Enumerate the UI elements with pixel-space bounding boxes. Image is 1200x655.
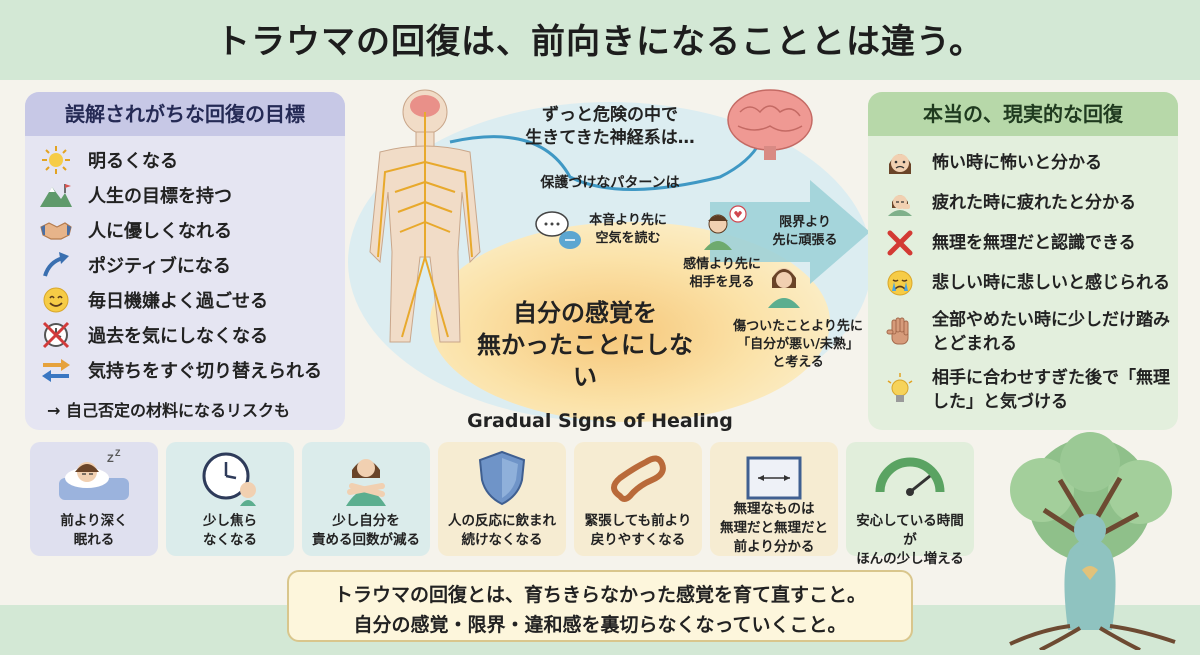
healing-card-label: 少し自分を 責める回数が減る — [312, 513, 420, 548]
list-item: 人に優しくなれる — [38, 212, 338, 247]
healing-card: 少し焦ら なくなる — [166, 442, 294, 556]
healing-card: 緊張しても前より 戻りやすくなる — [574, 442, 702, 556]
pattern-read-air: 本音より先に 空気を読む — [589, 213, 667, 246]
wavy-connector — [449, 135, 762, 191]
red-x-icon — [882, 227, 918, 259]
speech-bubbles-icon — [535, 211, 581, 249]
healing-card: 少し自分を 責める回数が減る — [302, 442, 430, 556]
list-item-label: 悲しい時に悲しいと感じられる — [932, 273, 1170, 293]
mountain-icon — [38, 179, 74, 211]
healing-heading: Gradual Signs of Healing — [467, 410, 733, 432]
risk-note: → 自己否定の材料になるリスクも — [47, 401, 290, 420]
summary-line-2: 自分の感覚・限界・違和感を裏切らなくなっていくこと。 — [353, 614, 847, 636]
crossed-clock-icon — [38, 319, 74, 351]
nervous-system-illustration — [348, 89, 872, 422]
healing-card-label: 無理なものは 無理だと無理だと 前より分かる — [720, 501, 828, 555]
healing-card-label: 安心している時間が ほんの少し増える — [856, 513, 964, 567]
sun-icon — [38, 144, 74, 176]
healing-card: 無理なものは 無理だと無理だと 前より分かる — [710, 442, 838, 556]
healing-card-label: 人の反応に飲まれ 続けなくなる — [448, 513, 556, 548]
worried-face-icon — [882, 147, 918, 179]
list-item-label: 人生の目標を持つ — [88, 185, 232, 207]
list-item: 無理を無理だと認識できる — [882, 223, 1172, 263]
list-item-label: 全部やめたい時に少しだけ踏みとどまれる — [932, 310, 1170, 354]
misconceptions-heading: 誤解されがちな回復の目標 — [25, 92, 345, 136]
page-title: トラウマの回復は、前向きになることとは違う。 — [216, 22, 984, 62]
list-item: 怖い時に怖いと分かる — [882, 143, 1172, 183]
stop-hand-icon — [882, 316, 918, 348]
brain-in-head — [410, 95, 440, 117]
healing-card: 人の反応に飲まれ 続けなくなる — [438, 442, 566, 556]
list-item-label: 疲れた時に疲れたと分かる — [932, 193, 1136, 213]
pattern-push-limits: 限界より 先に頑張る — [772, 215, 838, 248]
up-arrow-icon — [38, 249, 74, 281]
list-item: 人生の目標を持つ — [38, 177, 338, 212]
smiley-icon — [38, 284, 74, 316]
summary-line-1: トラウマの回復とは、育ちきらなかった感覚を育て直すこと。 — [333, 584, 866, 606]
protective-pattern-label: 保護づけなパターンは — [540, 175, 680, 191]
list-item: 相手に合わせすぎた後で「無理した」と気づける — [882, 361, 1172, 419]
list-item-label: 毎日機嫌よく過ごせる — [88, 290, 268, 312]
gauge-icon — [846, 448, 974, 508]
core-message: 自分の感覚を 無かったことにしない — [477, 299, 693, 391]
list-item-label: 人に優しくなれる — [88, 220, 232, 242]
list-item: 毎日機嫌よく過ごせる — [38, 282, 338, 317]
pattern-watch-others: 感情より先に 相手を見る — [683, 257, 761, 290]
healing-card-label: 前より深く 眠れる — [60, 513, 128, 548]
realistic-heading: 本当の、現実的な回復 — [868, 92, 1178, 136]
list-item: 過去を気にしなくなる — [38, 317, 338, 352]
crying-face-icon — [882, 267, 918, 299]
forward-arrow — [710, 180, 870, 284]
list-item-label: 相手に合わせすぎた後で「無理した」と気づける — [932, 368, 1170, 412]
list-item-label: 明るくなる — [88, 150, 178, 172]
list-item: 明るくなる — [38, 142, 338, 177]
list-item-label: 過去を気にしなくなる — [88, 325, 268, 347]
list-item: ポジティブになる — [38, 247, 338, 282]
svg-text:Z: Z — [115, 448, 121, 458]
misconceptions-panel — [25, 92, 345, 430]
realistic-list: 怖い時に怖いと分かる 疲れた時に疲れたと分かる 無理を無理だと認識できる 悲しい… — [882, 143, 1172, 419]
nerve-lines — [377, 112, 473, 338]
healing-card-label: 緊張しても前より 戻りやすくなる — [584, 513, 692, 548]
tree-person-illustration — [1009, 432, 1176, 650]
list-item: 気持ちをすぐ切り替えられる — [38, 352, 338, 387]
misconceptions-list: 明るくなる 人生の目標を持つ 人に優しくなれる ポジティブになる 毎日機嫌よく過… — [38, 142, 338, 387]
list-item-label: 気持ちをすぐ切り替えられる — [88, 360, 322, 382]
list-item-label: 無理を無理だと認識できる — [932, 233, 1136, 253]
clock-icon — [166, 448, 294, 508]
lightbulb-icon — [882, 373, 918, 406]
svg-text:Z: Z — [107, 453, 114, 465]
boundary-icon — [710, 448, 838, 508]
pattern-self-blame: 傷ついたことより先に 「自分が悪い/未熟」 と考える — [733, 319, 863, 370]
shield-icon — [438, 448, 566, 508]
rubber-band-icon — [574, 448, 702, 508]
switch-arrows-icon — [38, 354, 74, 386]
tired-person-icon — [882, 187, 918, 219]
list-item-label: ポジティブになる — [88, 255, 231, 277]
healing-card: 安心している時間が ほんの少し増える — [846, 442, 974, 567]
list-item: 全部やめたい時に少しだけ踏みとどまれる — [882, 303, 1172, 361]
handshake-icon — [38, 214, 74, 246]
brain-icon — [727, 89, 813, 160]
header-band — [0, 0, 1200, 80]
healing-card-label: 少し焦ら なくなる — [203, 513, 257, 548]
list-item: 疲れた時に疲れたと分かる — [882, 183, 1172, 223]
person-heart-icon — [704, 205, 747, 250]
summary-box — [287, 570, 913, 642]
self-hug-icon — [302, 448, 430, 508]
list-item: 悲しい時に悲しいと感じられる — [882, 263, 1172, 303]
realistic-panel — [868, 92, 1178, 430]
list-item-label: 怖い時に怖いと分かる — [932, 153, 1102, 173]
woman-icon — [768, 268, 800, 308]
nervous-system-caption: ずっと危険の中で 生きてきた神経系は… — [525, 105, 695, 148]
